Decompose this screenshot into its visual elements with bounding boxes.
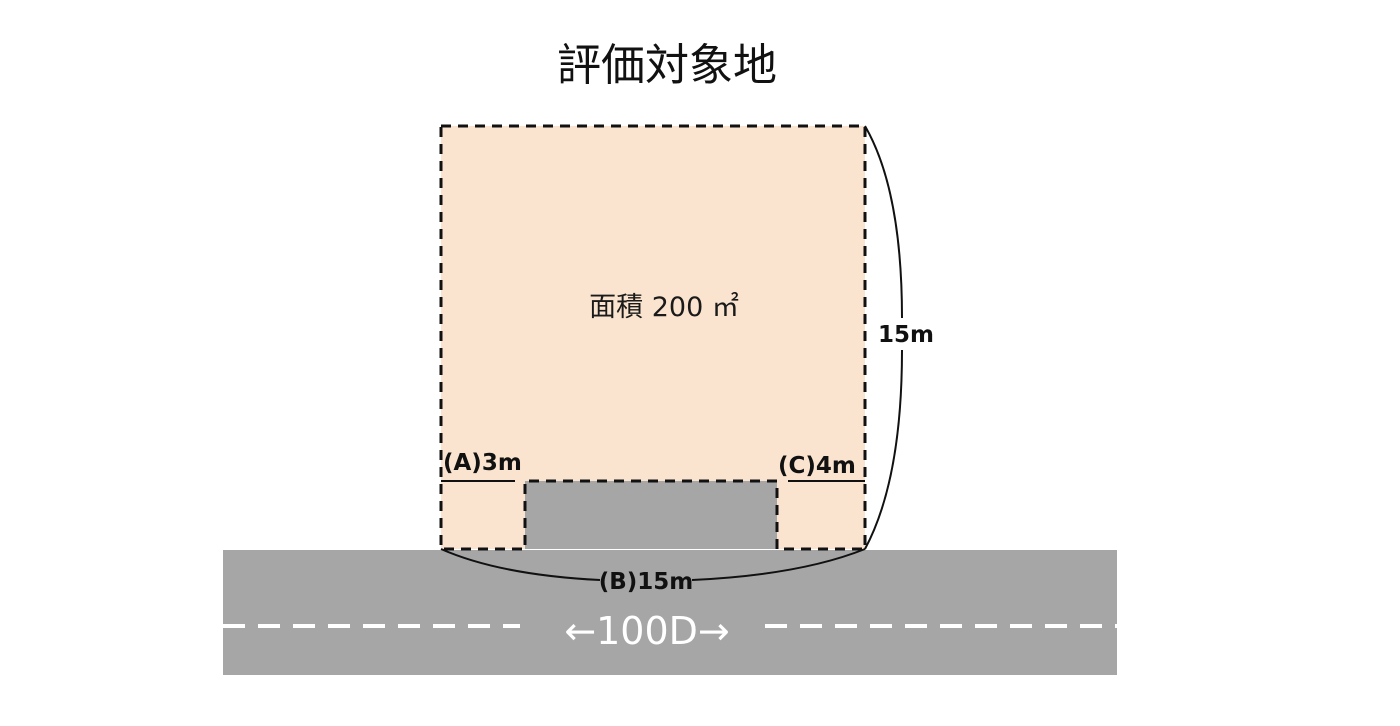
frontage-b-label: (B)15m xyxy=(599,569,694,595)
frontage-b-arc-right xyxy=(691,548,866,581)
road xyxy=(223,550,1117,675)
depth-label: 15m xyxy=(878,322,934,348)
frontage-c-label: (C)4m xyxy=(778,453,856,479)
frontage-a-label: (A)3m xyxy=(443,450,522,476)
site-area-label: 面積 200 ㎡ xyxy=(589,292,739,323)
depth-arc-lower xyxy=(864,349,903,550)
subject-site xyxy=(441,126,865,549)
depth-arc-upper xyxy=(864,125,903,319)
road-label: ←100D→ xyxy=(564,609,729,653)
frontage-b-arc-left xyxy=(440,548,601,581)
diagram-title: 評価対象地 xyxy=(557,40,777,91)
notch-lot xyxy=(525,481,777,549)
site-boundary xyxy=(439,124,867,551)
